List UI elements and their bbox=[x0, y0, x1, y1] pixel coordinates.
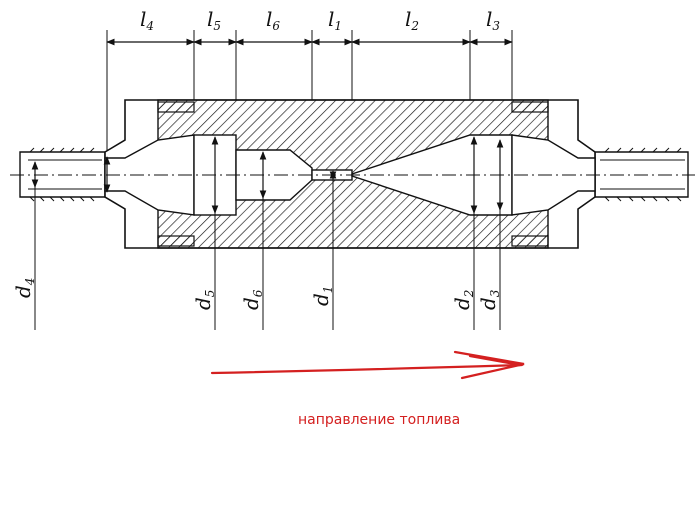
diameter-labels: d4 d5 d6 d1 d2 d3 bbox=[11, 278, 502, 310]
length-label-l1: l1 bbox=[328, 7, 342, 33]
length-labels: l4 l5 l6 l1 l2 l3 bbox=[140, 7, 500, 33]
length-label-l3: l3 bbox=[486, 7, 500, 33]
length-label-l6: l6 bbox=[266, 7, 280, 33]
diameter-label-d6: d6 bbox=[239, 289, 265, 310]
length-label-l4: l4 bbox=[140, 7, 154, 33]
flow-direction-caption: направление топлива bbox=[298, 412, 461, 428]
left-hose-fitting bbox=[19, 147, 106, 202]
diameter-label-d3: d3 bbox=[476, 289, 502, 310]
diameter-label-d4: d4 bbox=[11, 278, 37, 298]
diameter-label-d2: d2 bbox=[450, 290, 476, 310]
right-hose-fitting bbox=[594, 147, 689, 202]
diameter-label-d5: d5 bbox=[191, 290, 217, 310]
diameter-arrows bbox=[31, 136, 504, 214]
flow-arrow bbox=[210, 350, 525, 380]
end-caps bbox=[157, 101, 549, 247]
length-label-l2: l2 bbox=[405, 7, 419, 33]
length-label-l5: l5 bbox=[207, 7, 221, 33]
diameter-leaders bbox=[34, 179, 501, 330]
diameter-label-d1: d1 bbox=[309, 286, 335, 306]
